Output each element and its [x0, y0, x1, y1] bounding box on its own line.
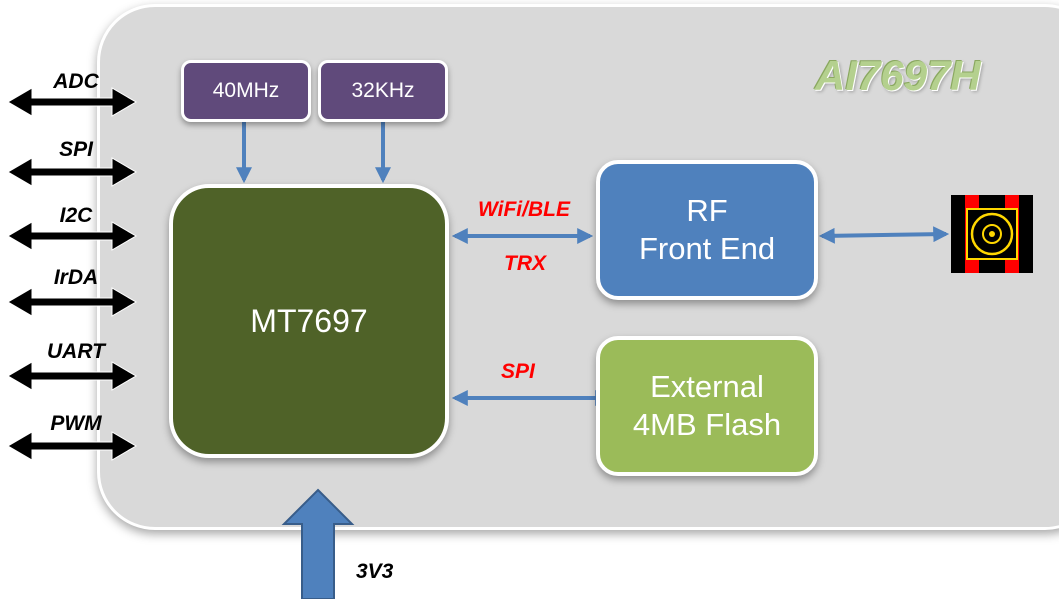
- trx-label: TRX: [504, 252, 546, 275]
- rf-front-end-block: RF Front End: [596, 160, 818, 300]
- power-arrow: [281, 488, 355, 599]
- port-arrow-uart: [7, 361, 137, 391]
- flash-label-line2: 4MB Flash: [632, 407, 782, 442]
- module-title: AI7697H: [815, 52, 981, 99]
- rf-label-line1: RF: [686, 193, 728, 228]
- port-arrow-spi: [7, 157, 137, 187]
- port-arrows: [7, 87, 137, 461]
- external-flash-block: External 4MB Flash: [596, 336, 818, 476]
- spi-link-label: SPI: [501, 360, 535, 383]
- antenna-connector-icon: [951, 195, 1033, 273]
- port-label-i2c: I2C: [59, 204, 93, 227]
- port-arrow-i2c: [7, 221, 137, 251]
- wifi-ble-label: WiFi/BLE: [478, 198, 570, 221]
- oscillator-40mhz: 40MHz: [181, 60, 311, 122]
- port-label-adc: ADC: [53, 70, 99, 93]
- port-label-spi: SPI: [59, 138, 93, 161]
- mcu-label: MT7697: [250, 302, 368, 339]
- port-label-pwm: PWM: [50, 412, 102, 435]
- rf-antenna-arrow: [818, 226, 950, 244]
- port-label-uart: UART: [47, 340, 105, 363]
- power-label: 3V3: [356, 560, 394, 583]
- flash-label-line1: External: [650, 369, 764, 404]
- mcu-block: MT7697: [169, 184, 449, 458]
- port-arrow-adc: [7, 87, 137, 117]
- port-label-irda: IrDA: [53, 266, 99, 289]
- port-arrow-pwm: [7, 431, 137, 461]
- rf-label-line2: Front End: [638, 231, 776, 266]
- port-arrow-irda: [7, 287, 137, 317]
- oscillator-32khz: 32KHz: [318, 60, 448, 122]
